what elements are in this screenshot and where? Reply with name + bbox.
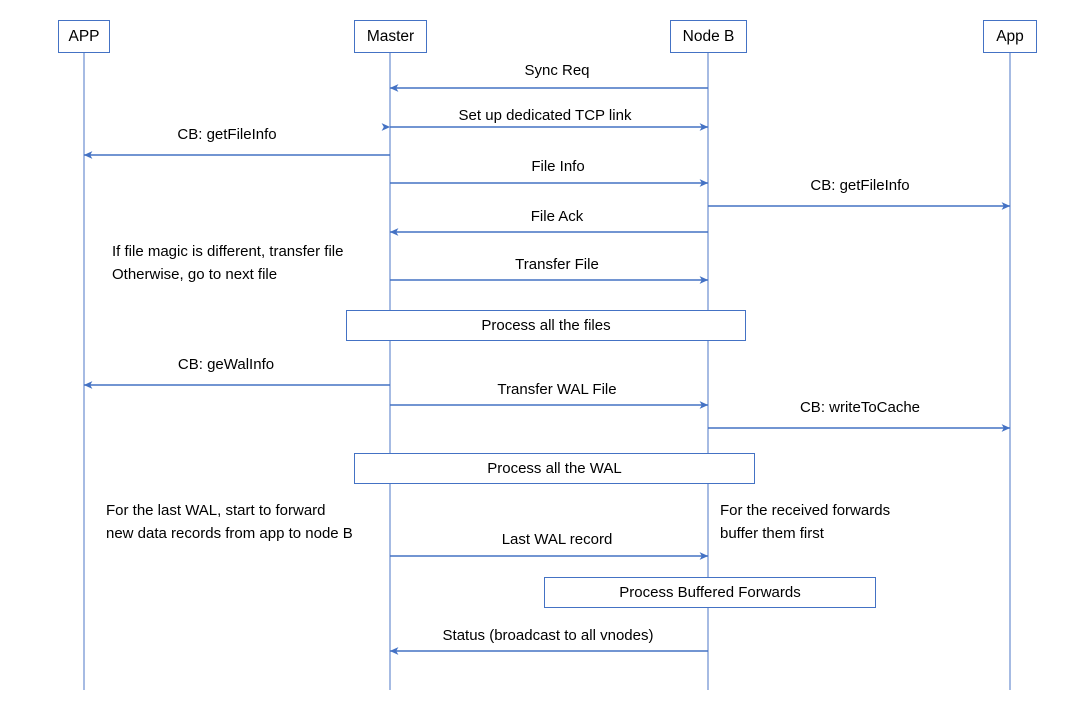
- activation-box-process-all-files[interactable]: Process all the files: [346, 310, 746, 341]
- note-note-received-forwards: For the received forwards buffer them fi…: [720, 502, 891, 542]
- lifeline-label: Master: [366, 27, 415, 45]
- lifeline-label: Node B: [682, 27, 735, 45]
- note-note-last-wal-forward: For the last WAL, start to forward new d…: [106, 502, 353, 542]
- message-label-transfer-file: Transfer File: [515, 256, 599, 273]
- message-label-cb-write-to-cache: CB: writeToCache: [799, 399, 921, 416]
- lifeline-label: APP: [68, 27, 100, 45]
- message-label-file-ack: File Ack: [530, 208, 584, 225]
- message-label-status-broadcast: Status (broadcast to all vnodes): [442, 627, 654, 644]
- activation-label: Process Buffered Forwards: [619, 584, 801, 601]
- lifeline-header-app_right[interactable]: App: [983, 20, 1037, 53]
- activation-box-process-buffered-forwards[interactable]: Process Buffered Forwards: [544, 577, 876, 608]
- lifeline-header-node_b[interactable]: Node B: [670, 20, 747, 53]
- lifeline-header-app_left[interactable]: APP: [58, 20, 110, 53]
- message-label-cb-get-file-info-left: CB: getFileInfo: [177, 126, 277, 143]
- activation-label: Process all the WAL: [487, 460, 622, 477]
- note-note-file-magic: If file magic is different, transfer fil…: [112, 243, 344, 283]
- lifeline-header-master[interactable]: Master: [354, 20, 427, 53]
- message-label-transfer-wal-file: Transfer WAL File: [497, 381, 617, 398]
- message-label-setup-tcp-link: Set up dedicated TCP link: [458, 107, 632, 124]
- message-label-cb-get-file-info-right: CB: getFileInfo: [810, 177, 910, 194]
- message-label-last-wal-record: Last WAL record: [501, 531, 613, 548]
- message-label-sync-req: Sync Req: [524, 62, 590, 79]
- message-label-file-info: File Info: [531, 158, 585, 175]
- message-label-cb-ge-wal-info: CB: geWalInfo: [177, 356, 275, 373]
- lifeline-label: App: [996, 27, 1024, 45]
- activation-box-process-all-wal[interactable]: Process all the WAL: [354, 453, 755, 484]
- activation-label: Process all the files: [481, 317, 611, 334]
